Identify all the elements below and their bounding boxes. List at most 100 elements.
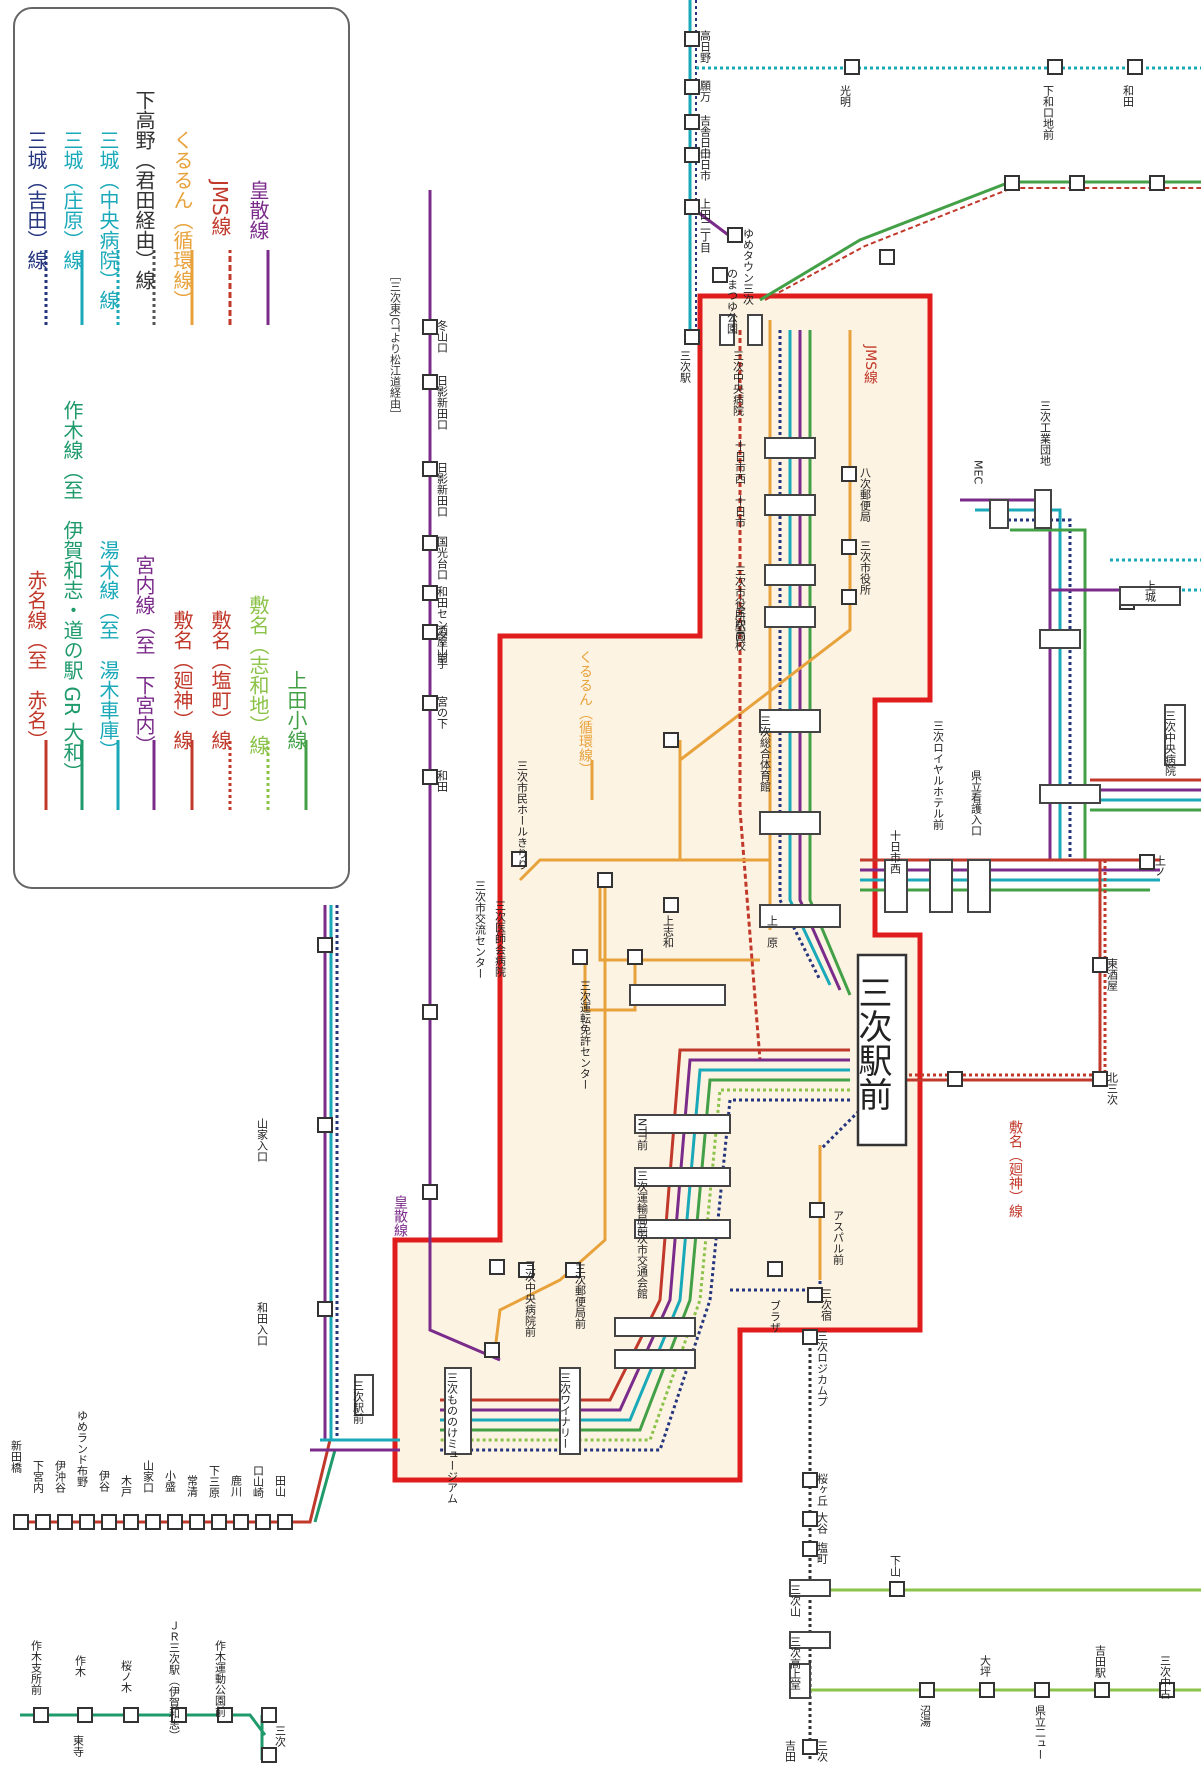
station-name: 大谷	[816, 1511, 829, 1535]
station-name: 光明	[839, 84, 852, 108]
station-name: 作木運動公園前	[214, 1640, 227, 1718]
station-name: MEC	[972, 460, 985, 484]
station-name: 三次運輸局前	[636, 1170, 649, 1237]
station-name: 三次ワイナリー	[559, 1372, 572, 1449]
legend-group-a: 三城（吉田）線 三城（庄原）線 三城（中央病院）線 下高野（君田経由）線 くるる…	[24, 90, 270, 325]
station-name: 桜ノ木	[120, 1659, 133, 1694]
station-name: 三次もののけミュージアム	[446, 1372, 459, 1504]
station-name: 木戸	[120, 1475, 133, 1498]
station-name: 上ノ	[1154, 855, 1167, 877]
station-name: 三次宿	[820, 1288, 833, 1321]
station-name: 三次	[816, 1740, 829, 1763]
station-name: NTT前	[636, 1118, 649, 1151]
station-name: 吉田駅	[1094, 1645, 1107, 1679]
station-name: 小盛	[164, 1470, 177, 1492]
legend-box	[13, 7, 350, 889]
station-name: 東寺	[72, 1735, 85, 1757]
station-name: 国光台口	[436, 536, 449, 580]
legend-label: JMS線	[208, 178, 232, 236]
station-name: 口山崎	[252, 1465, 265, 1498]
station-name: 桜ヶ丘	[816, 1472, 829, 1506]
station-name: 三次駅	[679, 350, 692, 384]
station-name: 三次中央病院	[732, 350, 745, 416]
station-name: 十日市	[734, 494, 747, 529]
shikina-label: 敷名（廻神）線	[1007, 1120, 1023, 1218]
station-name: 上田二丁目	[699, 198, 712, 253]
station-name: のまつゆ公園	[726, 268, 739, 335]
legend-label: 敷名（廻神）線	[170, 610, 194, 750]
station-name: 冬山口	[436, 319, 449, 353]
station-name: 三次市民ホールきりり	[516, 760, 529, 870]
station-name: 上 原	[766, 915, 779, 948]
station-name: 三次総合体育館	[759, 715, 772, 793]
station-name: 酒屋山手	[436, 625, 449, 670]
station-name: 和田	[1122, 85, 1135, 107]
station-name: 上堂	[789, 1668, 802, 1690]
station-name: 三次高	[789, 1636, 802, 1670]
station-name: ブラザ	[769, 1299, 782, 1333]
station-name: 十日市	[699, 147, 712, 182]
kururun-label: くるるん（循環線）	[577, 650, 593, 776]
station-name: 東酒屋	[1106, 958, 1119, 992]
station-name: 大坪	[979, 1654, 992, 1678]
station-name: 三次市交通会館	[636, 1222, 649, 1300]
station-name: 三次中央病院	[1164, 710, 1177, 776]
station-name: 十日市西	[734, 439, 747, 484]
legend-label: 作木線（至 伊賀和志・道の駅 GR 大和）	[60, 400, 84, 783]
station-name: 和田	[436, 770, 449, 792]
station-name: 三次駅前	[352, 1380, 365, 1425]
station-name: 県立看護入口	[970, 770, 983, 836]
station-name: 鹿川	[230, 1474, 243, 1497]
legend-label: 三城（吉田）線	[24, 130, 48, 270]
station-name: 吉舎日口	[699, 115, 712, 159]
legend-label: 三城（庄原）線	[60, 130, 84, 270]
station-name: 上志和	[662, 915, 675, 949]
legend-label: 皇散線	[246, 180, 270, 240]
station-name: 宮の下	[436, 695, 449, 730]
station-name: 和田センター前	[436, 586, 449, 664]
station-name: 山家口	[142, 1460, 155, 1493]
station-name: 上城	[1144, 580, 1157, 602]
station-name: ＪＲ三次駅（伊賀和志）	[168, 1620, 181, 1741]
station-name: ゆめタウン三次	[742, 228, 755, 306]
station-name: アスパル前	[832, 1210, 845, 1266]
station-name: 三次ロイヤルホテル前	[932, 720, 945, 831]
station-name: 日影新田口	[436, 462, 449, 517]
center-station-box	[856, 953, 908, 1147]
station-name: 三次市役所	[859, 540, 872, 596]
station-name: 三次中古	[1159, 1655, 1172, 1699]
station-name: 日影新田口	[436, 375, 449, 430]
station-name: 三次市役所駅口	[734, 565, 747, 642]
route-lines-west	[323, 190, 501, 1440]
station-name: 県立二ュー	[1034, 1705, 1047, 1760]
station-name: 伊谷	[98, 1470, 111, 1493]
station-name: 三次中央病院前	[524, 1260, 537, 1338]
legend-label: 三城（中央病院）線	[96, 130, 120, 310]
koshiki-label: 皇散線	[392, 1195, 408, 1237]
station-name: 三次郵便局前	[574, 1263, 587, 1330]
station-name: 作木支所前	[30, 1640, 43, 1696]
station-name: 三次ロジカムプ	[816, 1330, 829, 1407]
legend-label: 赤名線（至 赤名）	[24, 570, 48, 750]
station-name: 伊沖谷	[54, 1460, 67, 1494]
expressway-label: ［三次東JCTより松江道経由］	[389, 270, 402, 420]
station-name: 新田橋	[10, 1439, 23, 1474]
stops	[13, 31, 1175, 1763]
station-bars	[354, 314, 1186, 1699]
legend-label: 敷名（塩町）線	[208, 610, 232, 750]
station-name: 高日野	[699, 29, 712, 63]
station-name: 三次工業団地	[1039, 400, 1052, 466]
legend-label: 下高野（君田経由）線	[132, 90, 156, 290]
legend-group-b: 赤名線（至 赤名） 作木線（至 伊賀和志・道の駅 GR 大和） 湯木線（至 湯木…	[24, 400, 308, 810]
station-name: 常清	[186, 1475, 199, 1498]
legend-label: 敷名（志和地）線	[246, 595, 270, 755]
station-name: 吉田	[784, 1740, 797, 1762]
legend-label: くるるん（循環線）	[170, 130, 194, 310]
station-name: 山家入口	[256, 1118, 269, 1162]
legend-label: 上田小線	[284, 670, 308, 750]
station-name: 十日市西	[889, 829, 902, 874]
station-labels: 高日野 願万 吉舎日口 十日市 上田二丁目 ゆめタウン三次 のまつゆ公園 三次駅…	[10, 29, 1177, 1763]
station-name: 三次市交流センター	[474, 880, 487, 979]
